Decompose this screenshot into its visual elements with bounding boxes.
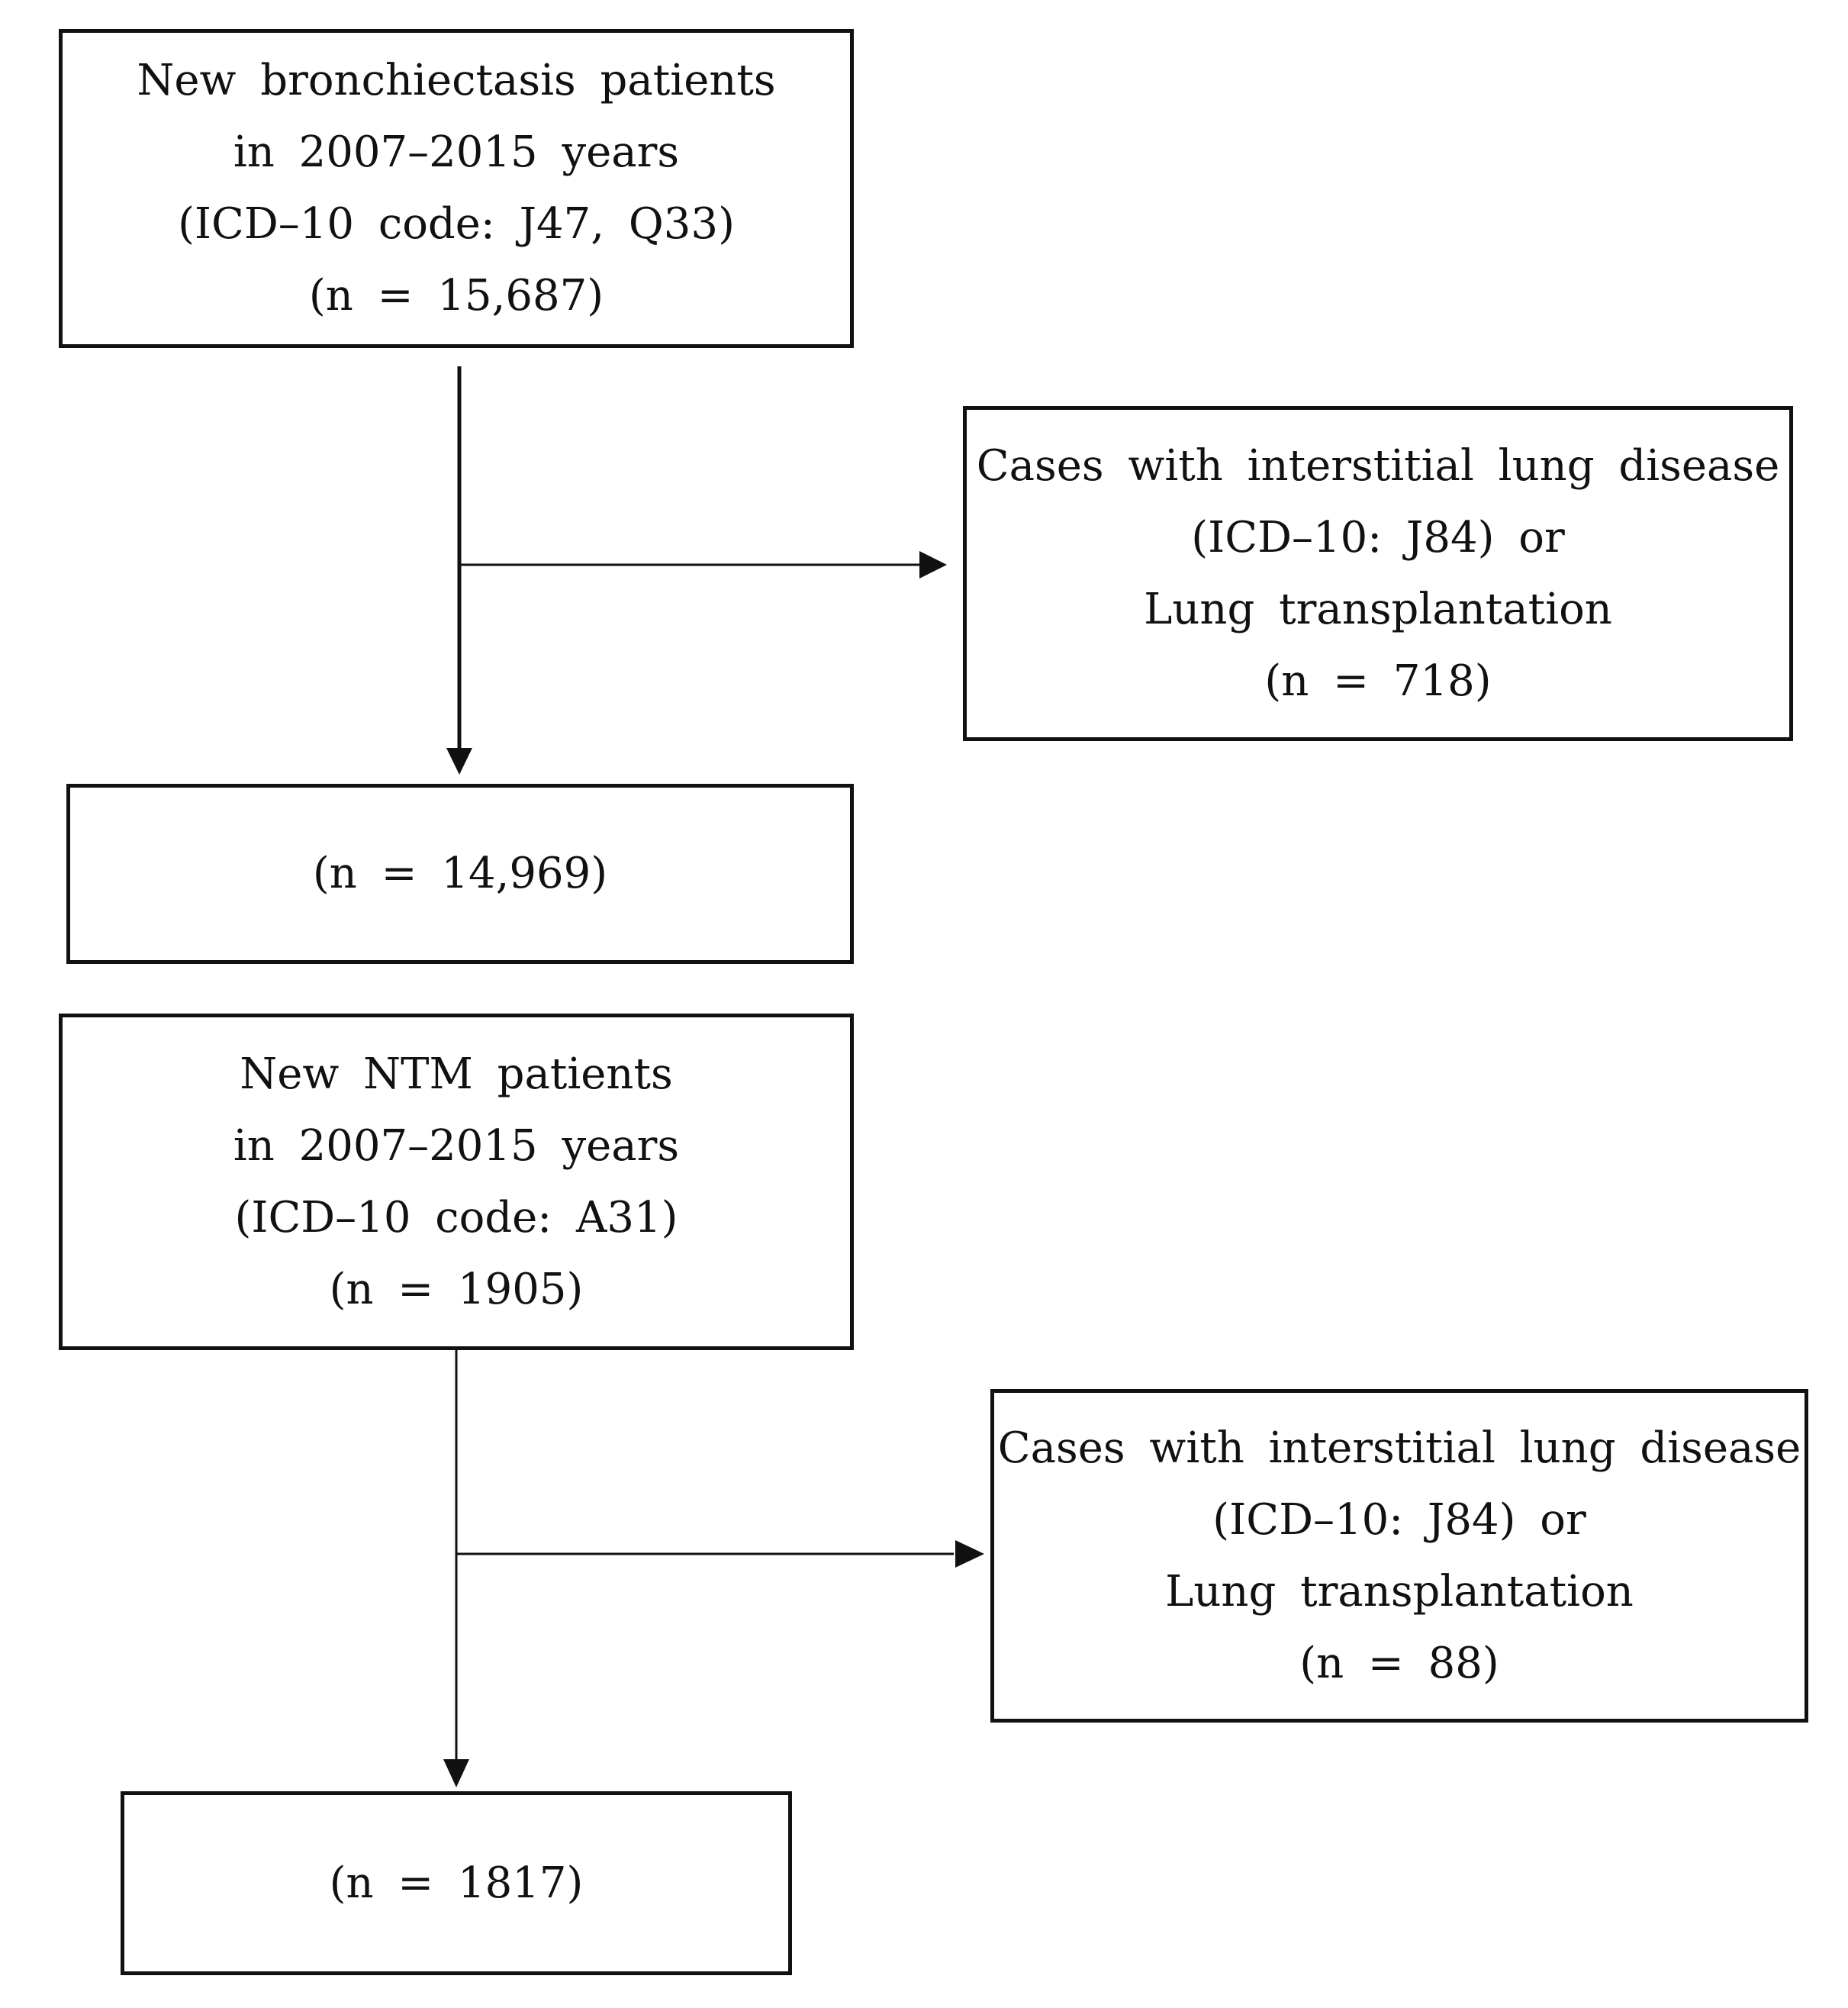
box-text-line: (n = 88) — [1299, 1638, 1499, 1688]
arrowhead-right-icon — [955, 1540, 984, 1568]
box-text-line: New bronchiectasis patients — [137, 56, 776, 105]
box-text-line: Lung transplantation — [1165, 1566, 1634, 1616]
bronchiectasis-final-box: (n = 14,969) — [66, 784, 854, 964]
box-text-line: (n = 1817) — [329, 1858, 584, 1908]
box-text-line: (n = 718) — [1264, 656, 1492, 706]
ntm-source-box: New NTM patients in 2007–2015 years (ICD… — [59, 1014, 854, 1350]
bronchiectasis-excluded-box: Cases with interstitial lung disease (IC… — [963, 406, 1793, 741]
box-text-line: (n = 1905) — [329, 1264, 584, 1314]
box-text-line: Cases with interstitial lung disease — [997, 1423, 1801, 1473]
box-text-line: (n = 14,969) — [312, 849, 608, 898]
arrowhead-down-icon — [443, 1759, 469, 1787]
ntm-final-box: (n = 1817) — [121, 1791, 792, 1975]
box-text-line: Lung transplantation — [1144, 584, 1612, 634]
arrowhead-right-icon — [919, 551, 947, 579]
box-text-line: in 2007–2015 years — [233, 1120, 680, 1171]
ntm-excluded-box: Cases with interstitial lung disease (IC… — [990, 1389, 1808, 1723]
box-text-line: (n = 15,687) — [308, 271, 604, 321]
box-text-line: (ICD–10 code: A31) — [234, 1192, 678, 1243]
box-text-line: Cases with interstitial lung disease — [976, 440, 1780, 491]
box-text-line: (ICD–10: J84) or — [1212, 1494, 1586, 1545]
bronchiectasis-source-box: New bronchiectasis patients in 2007–2015… — [59, 29, 854, 348]
box-text-line: New NTM patients — [240, 1049, 673, 1099]
box-text-line: (ICD–10 code: J47, Q33) — [178, 199, 735, 249]
box-text-line: in 2007–2015 years — [233, 127, 680, 177]
arrowhead-down-icon — [446, 748, 472, 775]
box-text-line: (ICD–10: J84) or — [1191, 512, 1565, 562]
